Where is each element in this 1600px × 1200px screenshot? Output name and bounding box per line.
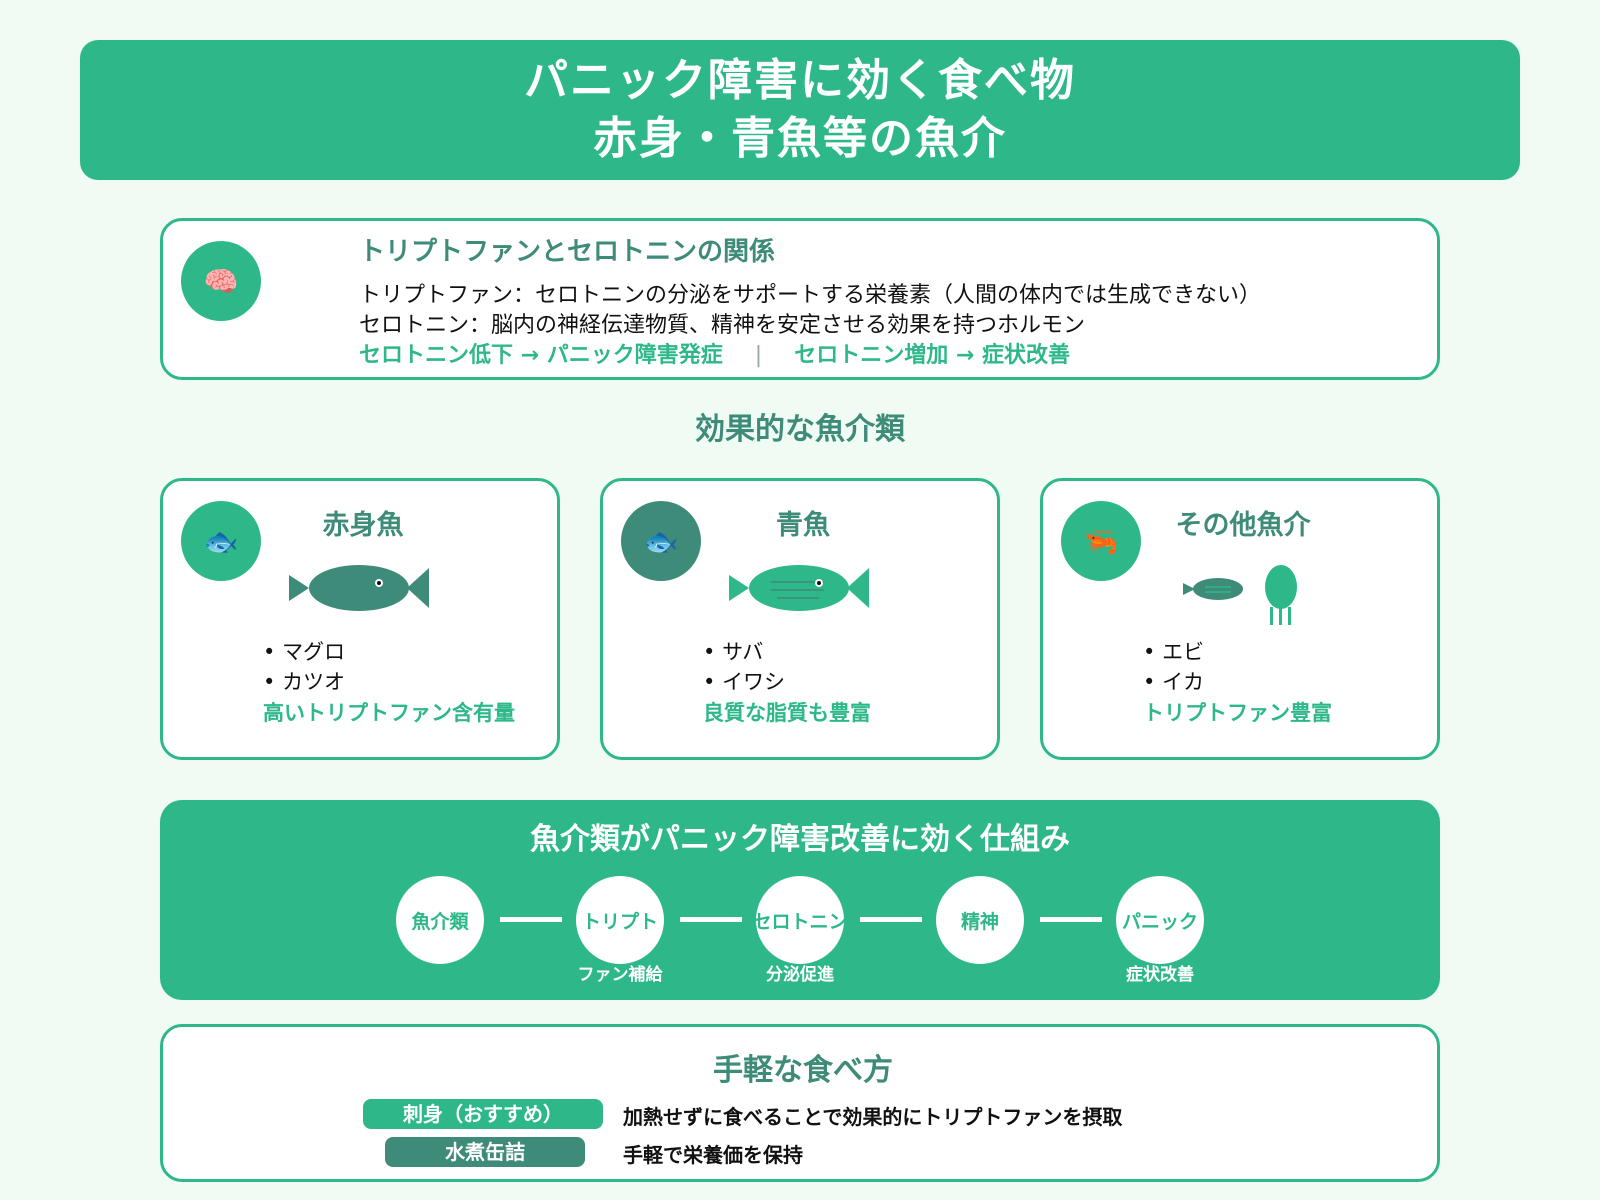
mechanism-step-seafood: 魚介類 bbox=[396, 876, 484, 964]
fish-card-title: 青魚 bbox=[776, 510, 830, 541]
tryptophan-card: 🧠 トリプトファンとセロトニンの関係 トリプトファン：セロトニンの分泌をサポート… bbox=[160, 218, 1440, 380]
blue-fish-illustration bbox=[729, 565, 869, 611]
mechanism-connector bbox=[860, 917, 922, 922]
mechanism-step-serotonin: セロトニン bbox=[756, 876, 844, 964]
mechanism-step-sub: 分泌促進 bbox=[766, 965, 834, 985]
mechanism-step-sub: 症状改善 bbox=[1126, 965, 1194, 985]
seafood-illustration bbox=[1183, 565, 1297, 625]
mechanism-step-sub: ファン補給 bbox=[577, 965, 663, 985]
mechanism-connector bbox=[500, 917, 562, 922]
page-title-line1: パニック障害に効く食べ物 bbox=[524, 55, 1076, 106]
tryptophan-description: トリプトファン：セロトニンの分泌をサポートする栄養素（人間の体内では生成できない… bbox=[359, 283, 1262, 308]
shrimp-icon: 🦐 bbox=[1061, 501, 1141, 581]
mechanism-connector bbox=[1040, 917, 1102, 922]
mechanism-panel: 魚介類がパニック障害改善に効く仕組み 魚介類 トリプト ファン補給 セロトニン … bbox=[160, 800, 1440, 1000]
tryptophan-title: トリプトファンとセロトニンの関係 bbox=[359, 237, 776, 267]
fish-list: サバ イワシ bbox=[703, 637, 785, 697]
effective-seafood-heading: 効果的な魚介類 bbox=[695, 412, 905, 447]
easy-eating-title: 手軽な食べ方 bbox=[713, 1053, 893, 1088]
relation-row: セロトニン低下 → パニック障害発症 | セロトニン増加 → 症状改善 bbox=[359, 337, 1070, 369]
fish-list: エビ イカ bbox=[1143, 637, 1204, 697]
list-item: マグロ bbox=[263, 637, 345, 667]
fish-note: 高いトリプトファン含有量 bbox=[263, 701, 515, 725]
serotonin-description: セロトニン：脳内の神経伝達物質、精神を安定させる効果を持つホルモン bbox=[359, 313, 1086, 338]
brain-icon: 🧠 bbox=[181, 241, 261, 321]
fish-card-blue: 🐟 青魚 サバ イワシ 良質な脂質も豊富 bbox=[600, 478, 1000, 760]
list-item: サバ bbox=[703, 637, 785, 667]
easy-eating-card: 手軽な食べ方 刺身（おすすめ） 加熱せずに食べることで効果的にトリプトファンを摂… bbox=[160, 1024, 1440, 1182]
mechanism-step-mind: 精神 bbox=[936, 876, 1024, 964]
fish-note: 良質な脂質も豊富 bbox=[703, 701, 871, 725]
list-item: エビ bbox=[1143, 637, 1204, 667]
relation-increase: セロトニン増加 → 症状改善 bbox=[794, 343, 1070, 368]
fish-list: マグロ カツオ bbox=[263, 637, 345, 697]
fish-card-other: 🦐 その他魚介 エビ イカ トリプトファン豊富 bbox=[1040, 478, 1440, 760]
list-item: イカ bbox=[1143, 667, 1204, 697]
method-desc: 加熱せずに食べることで効果的にトリプトファンを摂取 bbox=[623, 1105, 1123, 1129]
fish-card-title: 赤身魚 bbox=[322, 510, 404, 541]
red-fish-illustration bbox=[289, 565, 429, 611]
page-title-line2: 赤身・青魚等の魚介 bbox=[593, 113, 1007, 164]
method-desc: 手軽で栄養価を保持 bbox=[623, 1143, 803, 1167]
mechanism-step-tryptophan: トリプト bbox=[576, 876, 664, 964]
fish-icon: 🐟 bbox=[621, 501, 701, 581]
fish-icon: 🐟 bbox=[181, 501, 261, 581]
list-item: イワシ bbox=[703, 667, 785, 697]
mechanism-connector bbox=[680, 917, 742, 922]
fish-note: トリプトファン豊富 bbox=[1143, 701, 1332, 725]
relation-separator: | bbox=[754, 343, 763, 368]
method-pill-canned: 水煮缶詰 bbox=[385, 1137, 585, 1167]
fish-card-title: その他魚介 bbox=[1175, 510, 1311, 541]
method-pill-sashimi: 刺身（おすすめ） bbox=[363, 1099, 603, 1129]
mechanism-step-panic: パニック bbox=[1116, 876, 1204, 964]
mechanism-title: 魚介類がパニック障害改善に効く仕組み bbox=[530, 822, 1070, 857]
list-item: カツオ bbox=[263, 667, 345, 697]
fish-card-red: 🐟 赤身魚 マグロ カツオ 高いトリプトファン含有量 bbox=[160, 478, 560, 760]
relation-decrease: セロトニン低下 → パニック障害発症 bbox=[359, 343, 723, 368]
page-header: パニック障害に効く食べ物 赤身・青魚等の魚介 bbox=[80, 40, 1520, 180]
